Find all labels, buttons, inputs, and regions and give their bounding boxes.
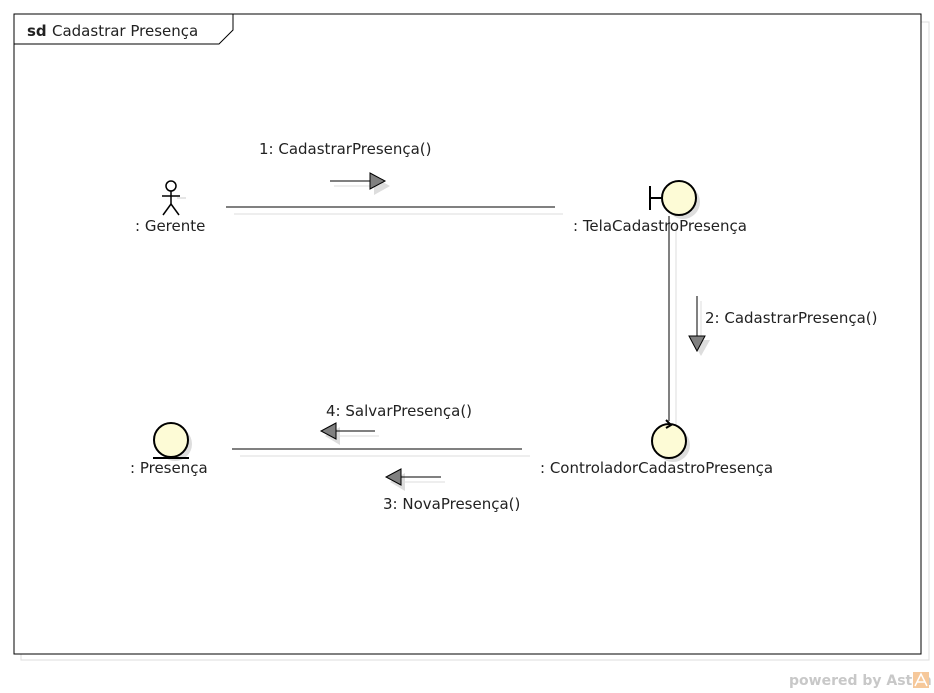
message-1-label: 1: CadastrarPresença() (259, 140, 432, 158)
message-3-label: 3: NovaPresença() (383, 495, 520, 513)
frame-keyword: sd (27, 22, 47, 40)
message-2-arrow[interactable] (688, 296, 710, 356)
message-3-arrow[interactable] (384, 468, 445, 491)
lifeline-presenca-label: : Presença (130, 459, 208, 477)
boundary-icon[interactable] (649, 180, 700, 219)
watermark-text: powered by Astah (789, 673, 932, 689)
lifeline-controlador-label: : ControladorCadastroPresença (540, 459, 773, 477)
frame-title-tab (14, 14, 234, 45)
message-1-arrow[interactable] (330, 172, 390, 195)
message-2-label: 2: CadastrarPresença() (705, 309, 878, 327)
message-4-arrow[interactable] (319, 422, 379, 445)
entity-icon[interactable] (153, 422, 192, 461)
frame-title: Cadastrar Presença (52, 22, 198, 40)
lifeline-tela-label: : TelaCadastroPresença (573, 217, 747, 235)
lifeline-gerente-label: : Gerente (135, 217, 205, 235)
diagram-frame (13, 13, 922, 655)
control-icon[interactable] (651, 419, 690, 462)
astah-logo-icon (913, 672, 929, 688)
message-4-label: 4: SalvarPresença() (326, 402, 472, 420)
actor-icon[interactable] (162, 180, 186, 216)
